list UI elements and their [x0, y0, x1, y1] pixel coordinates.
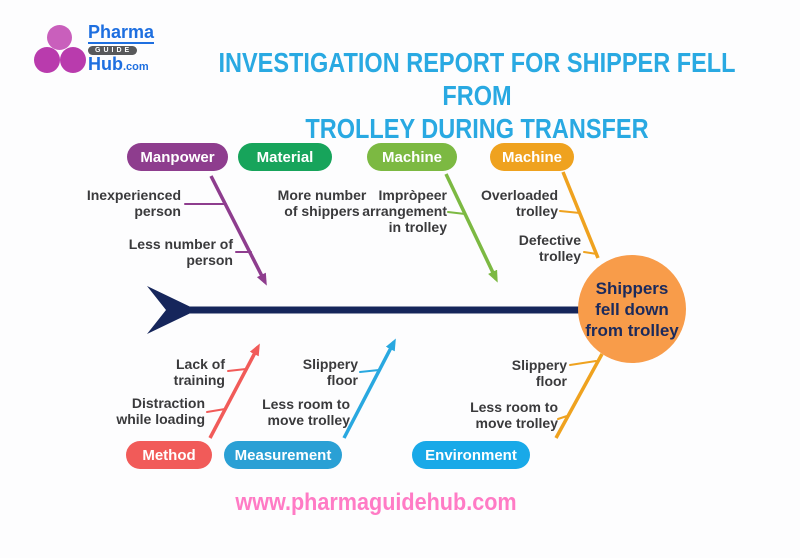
- page-title-line2: TROLLEY DURING TRANSFER: [305, 113, 649, 144]
- effect-node-shippers-fell-down-from-trolley: Shippers fell down from trolley: [578, 255, 686, 363]
- branch-environment-line: [554, 353, 604, 439]
- branch-manpower-line: [209, 175, 267, 286]
- logo-dot-icon: [47, 25, 72, 50]
- category-label: Machine: [501, 148, 562, 166]
- branch-machine1-line: [444, 173, 498, 283]
- category-pill-environment: Environment: [412, 441, 530, 469]
- category-pill-material: Material: [238, 143, 332, 171]
- category-label: Material: [256, 148, 314, 166]
- category-label: Environment: [425, 446, 517, 464]
- category-label: Measurement: [234, 446, 332, 464]
- branch-measurement-line: [342, 338, 396, 439]
- logo-com-suffix: .com: [123, 61, 149, 73]
- branch-method-line: [208, 343, 260, 439]
- logo-dot-icon: [60, 47, 86, 73]
- website-url: www.pharmaguidehub.com: [235, 489, 517, 516]
- category-pill-method: Method: [126, 441, 212, 469]
- category-pill-measurement: Measurement: [224, 441, 342, 469]
- logo-hub-text: Hub.com: [88, 55, 154, 77]
- category-label: Machine: [381, 148, 442, 166]
- spine-tail-arrow: [147, 286, 197, 334]
- branch-machine2-line: [561, 171, 600, 259]
- logo-guide-badge: GUIDE: [88, 46, 138, 55]
- category-label: Manpower: [140, 148, 215, 166]
- logo-pharma-text: Pharma: [88, 22, 155, 44]
- logo-dot-icon: [34, 47, 60, 73]
- page-title-line1: INVESTIGATION REPORT FOR SHIPPER FELL FR…: [218, 47, 736, 111]
- category-label: Method: [142, 446, 196, 464]
- pharmaguidehub-logo: Pharma GUIDE Hub.com: [30, 22, 170, 74]
- cause-ticks: [184, 203, 598, 420]
- effect-text: Shippers fell down from trolley: [585, 278, 679, 340]
- category-pill-machine-1: Machine: [367, 143, 457, 171]
- page-title: INVESTIGATION REPORT FOR SHIPPER FELL FR…: [208, 46, 746, 145]
- logo-hub-word: Hub: [88, 54, 123, 74]
- category-pill-machine-2: Machine: [490, 143, 574, 171]
- logo-wordmark: Pharma GUIDE Hub.com: [88, 22, 155, 77]
- category-pill-manpower: Manpower: [127, 143, 228, 171]
